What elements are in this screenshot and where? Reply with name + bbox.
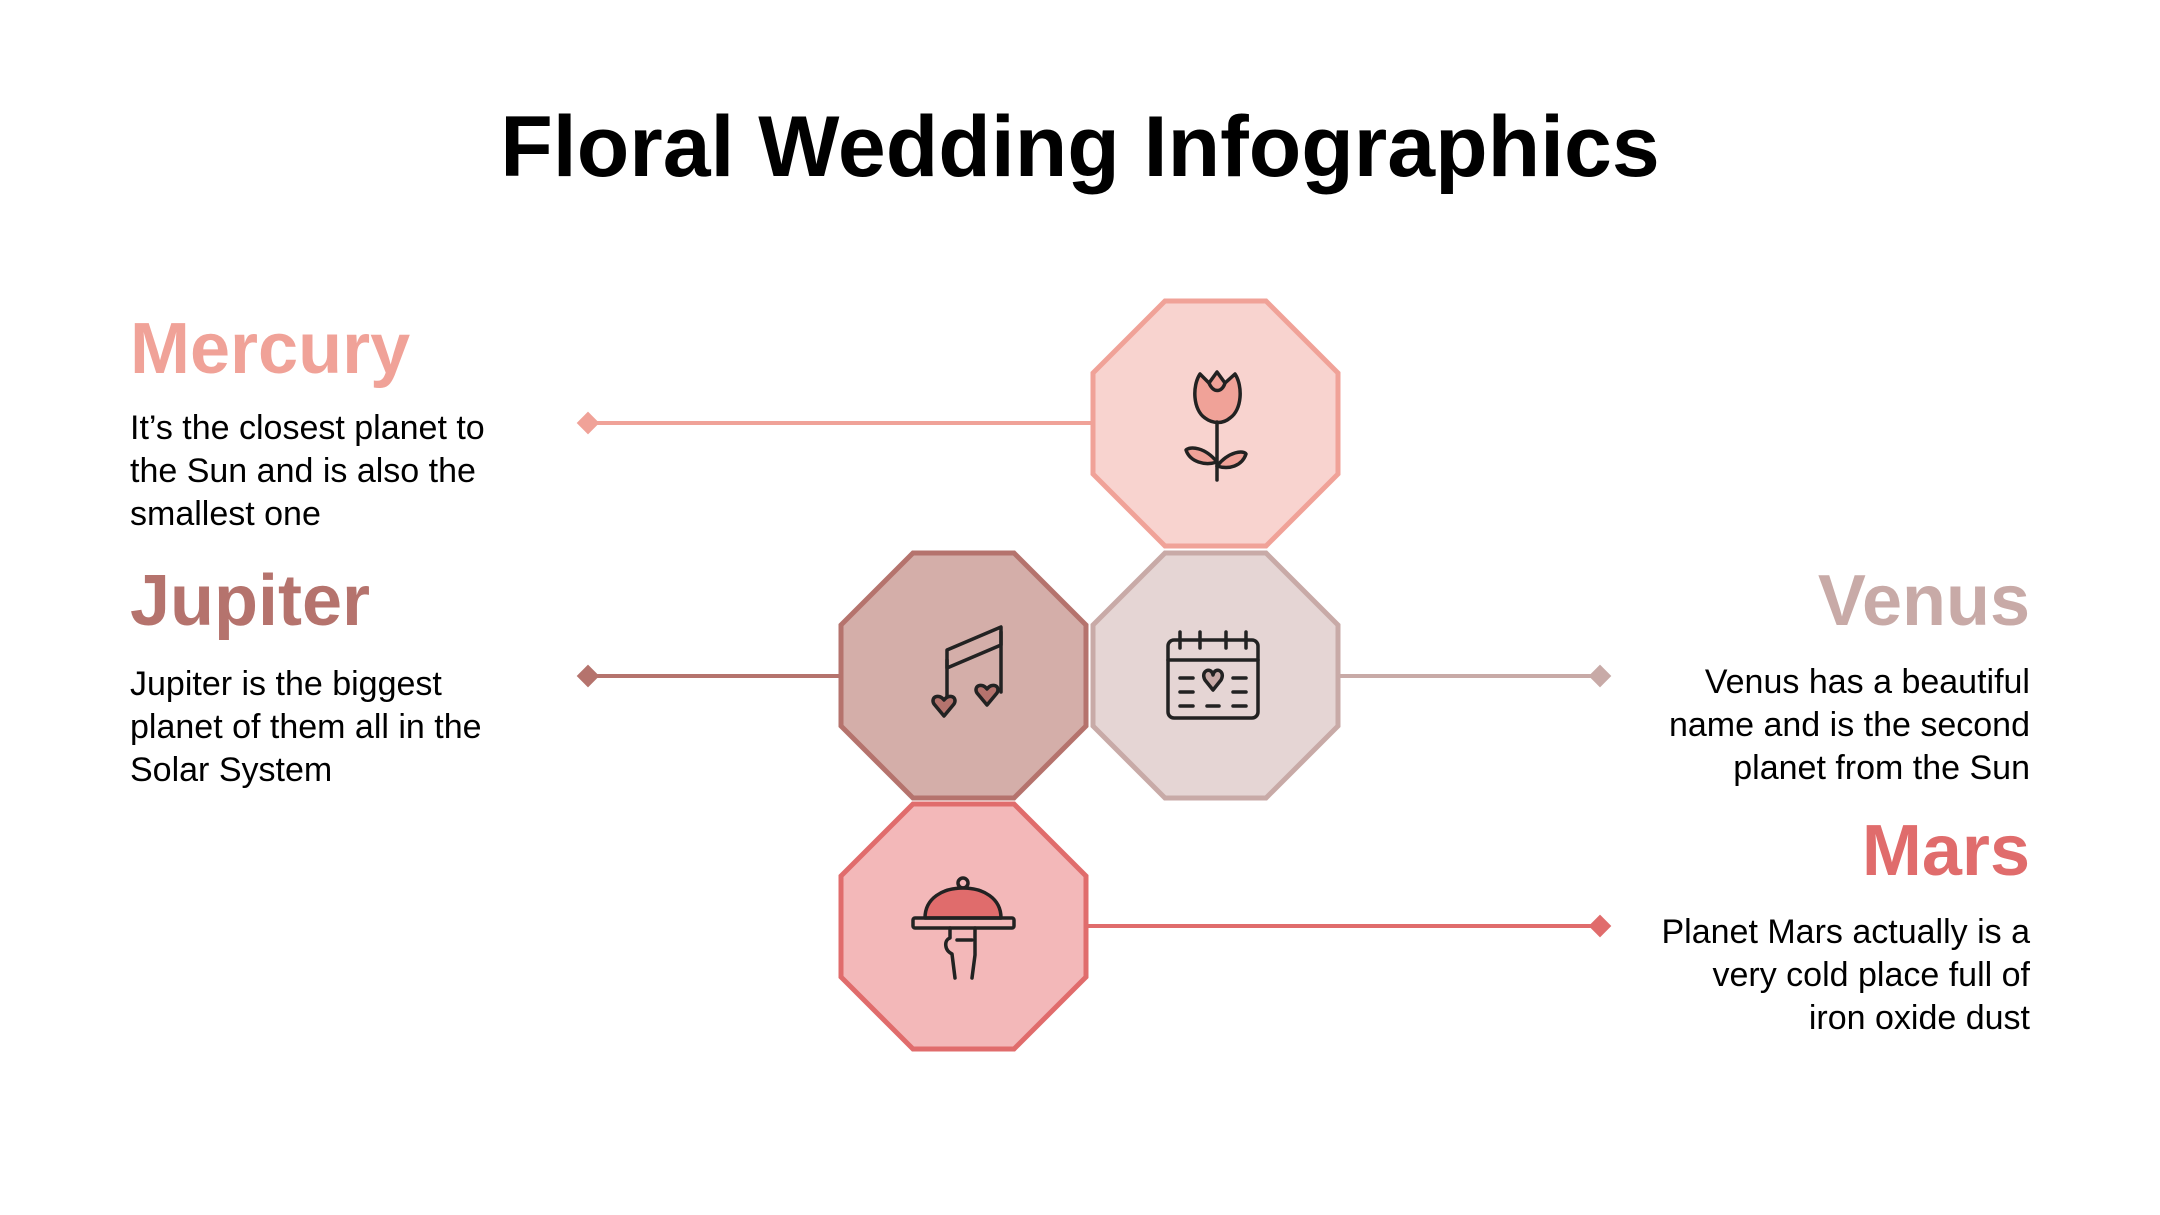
serving-cloche-icon: [911, 876, 1016, 980]
venus-description: Venus has a beautiful name and is the se…: [1668, 663, 2030, 787]
connector-venus: [1340, 664, 1612, 688]
connector-jupiter: [576, 664, 841, 688]
page-title: Floral Wedding Infographics: [500, 99, 1660, 195]
mercury-heading: Mercury: [130, 309, 411, 389]
octagon-jupiter: [838, 550, 1089, 801]
venus-heading: Venus: [1817, 561, 2030, 641]
connector-mercury: [576, 411, 1093, 435]
rose-icon: [1184, 370, 1248, 482]
calendar-heart-icon: [1166, 630, 1260, 720]
mercury-description: It’s the closest planet to the Sun and i…: [130, 409, 485, 533]
jupiter-heading: Jupiter: [130, 561, 371, 641]
mars-description: Planet Mars actually is a very cold plac…: [1661, 913, 2031, 1037]
music-note-hearts-icon: [931, 625, 1003, 718]
jupiter-description: Jupiter is the biggest planet of them al…: [130, 665, 482, 789]
connector-mars: [1087, 914, 1612, 938]
mars-heading: Mars: [1861, 811, 2030, 891]
